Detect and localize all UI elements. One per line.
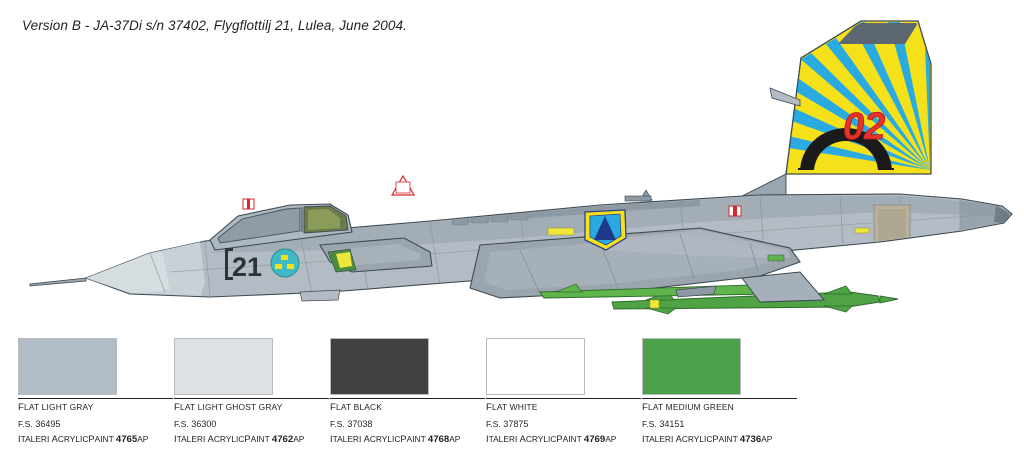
paint-fs-code: F.S. 36300 bbox=[174, 419, 217, 429]
underwing-stores bbox=[299, 271, 899, 315]
paint-fs-code: F.S. 37038 bbox=[330, 419, 373, 429]
fuselage-stencils bbox=[242, 174, 742, 217]
paint-product-code: ITALERI ACRYLICPAINT 4736AP bbox=[642, 434, 773, 445]
paint-swatch bbox=[18, 338, 117, 395]
paint-entry: FLAT BLACK F.S. 37038 ITALERI ACRYLICPAI… bbox=[330, 338, 485, 445]
paint-fs-code: F.S. 34151 bbox=[642, 419, 685, 429]
paint-entry: FLAT LIGHT GHOST GRAY F.S. 36300 ITALERI… bbox=[174, 338, 329, 445]
nose-pitot-probe bbox=[29, 277, 87, 287]
divider bbox=[330, 398, 485, 399]
paint-name: FLAT WHITE bbox=[486, 402, 538, 413]
page-title: Version B - JA-37Di s/n 37402, Flygflott… bbox=[22, 18, 407, 33]
fin-antenna bbox=[769, 87, 801, 107]
paint-entry: FLAT LIGHT GRAY F.S. 36495 ITALERI ACRYL… bbox=[18, 338, 173, 445]
canard-foreplane bbox=[319, 237, 433, 273]
divider bbox=[642, 398, 797, 399]
paint-entry: FLAT WHITE F.S. 37875 ITALERI ACRYLICPAI… bbox=[486, 338, 641, 445]
paint-swatch bbox=[486, 338, 585, 395]
paint-swatch bbox=[642, 338, 741, 395]
aircraft-profile-illustration: 02 bbox=[29, 20, 1013, 315]
paint-product-code: ITALERI ACRYLICPAINT 4769AP bbox=[486, 434, 617, 445]
paint-name: FLAT LIGHT GHOST GRAY bbox=[174, 402, 283, 413]
main-wing bbox=[469, 227, 801, 299]
tail-code: 02 bbox=[843, 106, 885, 148]
paint-fs-code: F.S. 37875 bbox=[486, 419, 529, 429]
divider bbox=[18, 398, 173, 399]
divider bbox=[486, 398, 641, 399]
paint-swatch bbox=[174, 338, 273, 395]
vertical-fin: 02 bbox=[785, 20, 932, 175]
paint-product-code: ITALERI ACRYLICPAINT 4762AP bbox=[174, 434, 305, 445]
paint-legend: FLAT LIGHT GRAY F.S. 36495 ITALERI ACRYL… bbox=[18, 338, 1006, 445]
nose-number: 21 bbox=[232, 252, 262, 282]
cockpit-canopy bbox=[29, 203, 353, 287]
paint-name: FLAT BLACK bbox=[330, 402, 383, 413]
paint-swatch bbox=[330, 338, 429, 395]
paint-fs-code: F.S. 36495 bbox=[18, 419, 61, 429]
swedish-roundel bbox=[270, 248, 300, 278]
paint-name: FLAT MEDIUM GREEN bbox=[642, 402, 734, 413]
paint-name: FLAT LIGHT GRAY bbox=[18, 402, 94, 413]
paint-product-code: ITALERI ACRYLICPAINT 4765AP bbox=[18, 434, 149, 445]
paint-product-code: ITALERI ACRYLICPAINT 4768AP bbox=[330, 434, 461, 445]
squadron-badge bbox=[584, 209, 627, 251]
divider bbox=[174, 398, 329, 399]
paint-entry: FLAT MEDIUM GREEN F.S. 34151 ITALERI ACR… bbox=[642, 338, 797, 445]
